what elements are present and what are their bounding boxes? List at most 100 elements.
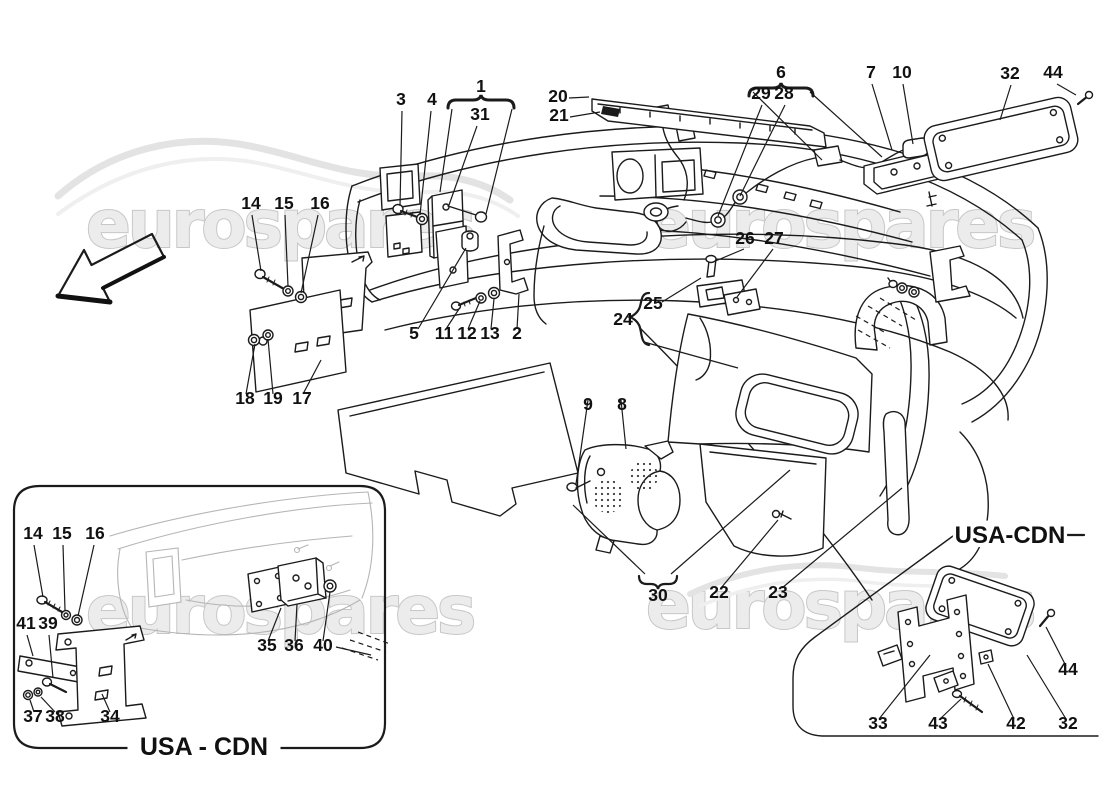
leader-line-20-4 — [568, 96, 590, 99]
latch-keeper — [696, 254, 761, 316]
callout-label-2-23: 2 — [512, 323, 522, 343]
leader-line-36-44 — [294, 603, 298, 642]
direction-arrow — [55, 232, 166, 305]
callout-label-9-28: 9 — [583, 394, 593, 414]
callout-label-37-46: 37 — [23, 706, 42, 726]
leader-line-17-18 — [302, 359, 322, 395]
callout-label-1-2: 1 — [476, 76, 486, 96]
lower-duct — [533, 197, 662, 325]
leader-line-10-10 — [902, 83, 914, 145]
leader-line-27-25 — [736, 248, 774, 298]
callout-label-40-45: 40 — [313, 635, 333, 655]
heat-shield-mat — [337, 362, 579, 517]
leader-line-11-20 — [445, 308, 460, 330]
callout-braces — [439, 82, 883, 590]
leader-line-41-41 — [26, 634, 34, 657]
callout-label-4-1: 4 — [427, 89, 437, 109]
callout-label-29-7: 29 — [751, 83, 771, 103]
leader-line-7-9 — [871, 83, 893, 151]
callout-label-11-20: 11 — [435, 323, 454, 343]
plate-bracket-33 — [877, 594, 1056, 714]
callout-label-16-15: 16 — [310, 193, 330, 213]
callout-label-38-47: 38 — [45, 706, 65, 726]
callout-label-7-9: 7 — [866, 62, 876, 82]
bracket-17-group — [247, 251, 373, 393]
inset-border — [12, 484, 387, 750]
usa-cdn-right-group — [792, 533, 1099, 737]
callout-label-43-34: 43 — [928, 713, 948, 733]
callout-label-31-3: 31 — [470, 104, 490, 124]
callout-label-16-40: 16 — [85, 523, 105, 543]
leader-line-33-33 — [878, 654, 931, 720]
leader-line-42-35 — [987, 663, 1015, 720]
leader-line-37-46 — [29, 699, 35, 713]
inset-plates-35-36 — [247, 557, 391, 661]
callout-label-15-39: 15 — [52, 523, 72, 543]
callout-label-26-24: 26 — [735, 228, 755, 248]
callout-label-44-12: 44 — [1043, 62, 1063, 82]
callout-label-19-17: 19 — [263, 388, 283, 408]
callout-label-21-5: 21 — [549, 105, 569, 125]
callout-label-42-35: 42 — [1006, 713, 1026, 733]
leader-line-8-29 — [620, 399, 627, 450]
callout-label-3-0: 3 — [396, 89, 406, 109]
leader-line-34-48 — [101, 693, 111, 713]
main-artwork — [247, 90, 1094, 601]
leader-line-35-43 — [267, 607, 282, 642]
callout-label-20-4: 20 — [548, 86, 568, 106]
leader-line-15-14 — [284, 214, 289, 287]
callout-label-22-31: 22 — [709, 582, 729, 602]
callout-label-23-32: 23 — [768, 582, 788, 602]
leader-line-40-45 — [322, 591, 331, 642]
callout-label-39-42: 39 — [38, 613, 58, 633]
usa-cdn-right-backing — [952, 520, 1068, 547]
callout-label-44-37: 44 — [1058, 659, 1078, 679]
usa-cdn-inset-panel — [12, 484, 391, 750]
leader-line-21-5 — [569, 111, 601, 118]
tow-loop — [854, 284, 948, 351]
spoiler-strip — [591, 98, 827, 148]
callout-label-5-19: 5 — [409, 323, 419, 343]
leader-line-28-8 — [739, 104, 786, 197]
callout-label-41-41: 41 — [16, 613, 36, 633]
leader-line-9-28 — [575, 399, 589, 485]
callout-label-14-38: 14 — [23, 523, 43, 543]
leader-line-43-34 — [939, 698, 962, 720]
callout-label-15-14: 15 — [274, 193, 294, 213]
leader-line-13-22 — [490, 298, 495, 330]
usa-cdn-right-label: USA-CDN — [955, 522, 1066, 549]
bolt-washers-bracket-2 — [450, 229, 529, 311]
callout-label-17-18: 17 — [292, 388, 311, 408]
leader-line-18-16 — [245, 343, 256, 395]
callout-label-36-44: 36 — [284, 635, 304, 655]
leader-line-3-0 — [399, 110, 403, 207]
leader-line-25-26 — [661, 277, 702, 303]
leader-line-4-1 — [419, 110, 432, 216]
leader-line-44-37 — [1045, 626, 1067, 667]
usa-cdn-inset-label: USA - CDN — [140, 733, 268, 761]
leader-line-15-39 — [62, 544, 66, 611]
callout-label-12-21: 12 — [457, 323, 477, 343]
callout-label-30-30: 30 — [648, 585, 668, 605]
leader-line-14-13 — [251, 214, 262, 272]
callout-label-18-16: 18 — [235, 388, 255, 408]
leader-line-16-15 — [300, 214, 319, 294]
leader-line-26-24 — [712, 248, 745, 263]
callout-label-25-26: 25 — [643, 293, 663, 313]
leader-line-22-31 — [720, 519, 779, 589]
side-blade — [882, 410, 910, 536]
rivet-21 — [601, 106, 620, 117]
callout-label-32-11: 32 — [1000, 63, 1020, 83]
leader-line-5-19 — [417, 247, 467, 330]
callout-label-14-13: 14 — [241, 193, 261, 213]
nut-42 — [978, 649, 994, 665]
callout-label-8-29: 8 — [617, 394, 627, 414]
callout-label-35-43: 35 — [257, 635, 277, 655]
mounting-plate-group — [392, 189, 488, 289]
clip-22 — [771, 509, 792, 520]
leader-line-23-32 — [781, 487, 903, 589]
callout-label-28-8: 28 — [774, 83, 794, 103]
usa-cdn-boundary — [792, 535, 1099, 737]
